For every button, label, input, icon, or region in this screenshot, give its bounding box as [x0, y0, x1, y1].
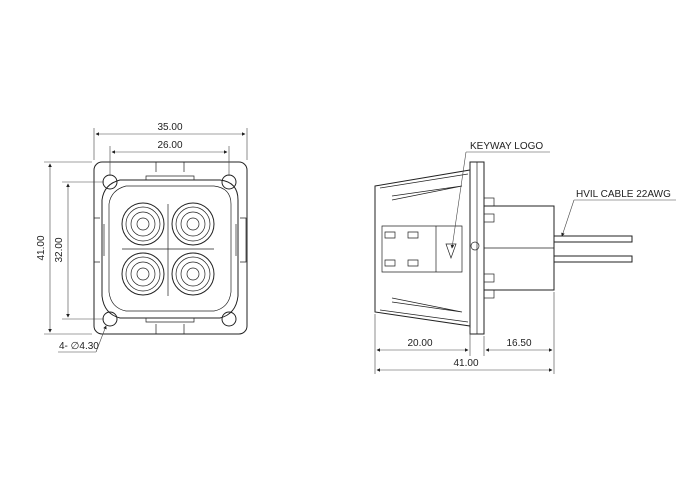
hvil-cable-2 — [554, 255, 633, 263]
dim-height-outer-label: 41.00 — [36, 235, 47, 260]
terminal-br — [171, 252, 215, 296]
terminal-bl — [121, 252, 165, 296]
mount-hole-br — [221, 311, 237, 327]
mount-hole-bl — [102, 311, 118, 327]
dim-left-len-label: 20.00 — [407, 338, 432, 349]
hole-callout-label: 4- ∅4.30 — [59, 341, 99, 352]
dim-total-len-label: 41.00 — [453, 358, 478, 369]
keyway-logo — [445, 243, 457, 260]
hole-callout: 4- ∅4.30 — [58, 325, 107, 353]
dim-width-outer-label: 35.00 — [157, 122, 182, 133]
dim-height-inner: 32.00 — [54, 181, 104, 320]
flange-outline — [93, 161, 248, 335]
dim-right-len-label: 16.50 — [506, 338, 531, 349]
dim-width-inner: 26.00 — [109, 140, 230, 176]
cable-callout: HVIL CABLE 22AWG — [561, 189, 676, 237]
dim-total-len: 41.00 — [376, 358, 553, 372]
keyway-label: KEYWAY LOGO — [470, 141, 543, 152]
hvil-cable-1 — [554, 235, 633, 243]
front-view: 35.00 26.00 41.00 32.00 4- ∅4.30 — [36, 122, 248, 353]
dim-left-len: 20.00 — [376, 338, 469, 352]
dim-height-inner-label: 32.00 — [54, 237, 65, 262]
terminal-tr — [171, 202, 215, 246]
cable-label: HVIL CABLE 22AWG — [576, 189, 671, 200]
side-view: KEYWAY LOGO HVIL CABLE 22AWG 20.00 16.50… — [374, 141, 676, 374]
terminal-tl — [121, 202, 165, 246]
housing-body — [101, 179, 239, 319]
dim-right-len: 16.50 — [485, 338, 553, 352]
keyway-callout: KEYWAY LOGO — [450, 141, 550, 249]
dim-width-outer: 35.00 — [93, 122, 248, 160]
dim-width-inner-label: 26.00 — [157, 140, 182, 151]
dim-height-outer: 41.00 — [36, 161, 92, 335]
side-housing — [374, 169, 471, 327]
